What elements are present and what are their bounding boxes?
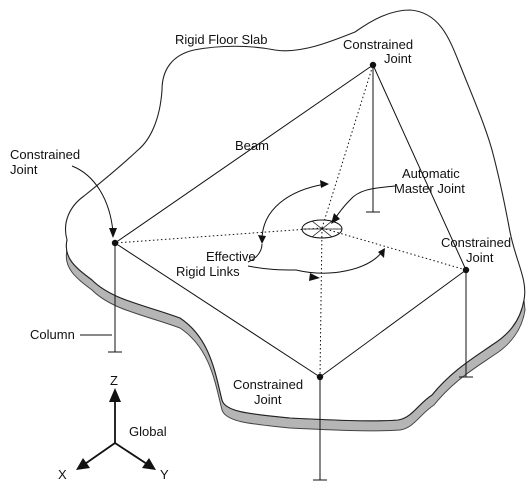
rotation-arcs bbox=[258, 180, 385, 281]
effective-rigid-links bbox=[114, 64, 467, 378]
label-constrained-right-1: Constrained bbox=[441, 235, 511, 250]
label-constrained-left-2: Joint bbox=[10, 162, 38, 177]
label-effective: Effective bbox=[206, 249, 256, 264]
label-global: Global bbox=[129, 424, 167, 439]
label-column: Column bbox=[30, 327, 75, 342]
label-beam: Beam bbox=[235, 138, 269, 153]
beam-right-bottom bbox=[319, 269, 467, 378]
columns bbox=[108, 65, 473, 481]
axis-y-line bbox=[114, 442, 151, 467]
joints bbox=[111, 61, 470, 381]
label-automatic-1: Automatic bbox=[402, 166, 460, 181]
label-rigid-floor-slab: Rigid Floor Slab bbox=[175, 32, 268, 47]
label-rigid-links: Rigid Links bbox=[176, 264, 240, 279]
label-constrained-bottom-2: Joint bbox=[254, 392, 282, 407]
beam-bottom-left bbox=[114, 242, 321, 378]
constrained-joint-right bbox=[462, 266, 470, 274]
label-constrained-right-2: Joint bbox=[466, 250, 494, 265]
label-constrained-bottom-1: Constrained bbox=[233, 377, 303, 392]
rigid-floor-slab-outline bbox=[65, 9, 526, 422]
leader-curves bbox=[71, 165, 396, 271]
label-axis-z: Z bbox=[110, 373, 118, 388]
label-automatic-2: Master Joint bbox=[394, 181, 465, 196]
global-axes bbox=[76, 388, 156, 470]
constrained-joint-bottom bbox=[316, 373, 324, 381]
beam-left-top bbox=[114, 64, 374, 244]
constrained-joint-left bbox=[111, 239, 119, 247]
label-constrained-left-1: Constrained bbox=[10, 147, 80, 162]
label-constrained-top-2: Joint bbox=[384, 51, 412, 66]
axis-x-line bbox=[81, 442, 116, 467]
label-axis-y: Y bbox=[160, 467, 169, 482]
label-constrained-top-1: Constrained bbox=[343, 37, 413, 52]
beams bbox=[114, 64, 467, 378]
constrained-joint-top bbox=[369, 61, 377, 69]
label-axis-x: X bbox=[58, 467, 67, 482]
beam-top-right bbox=[372, 64, 467, 271]
